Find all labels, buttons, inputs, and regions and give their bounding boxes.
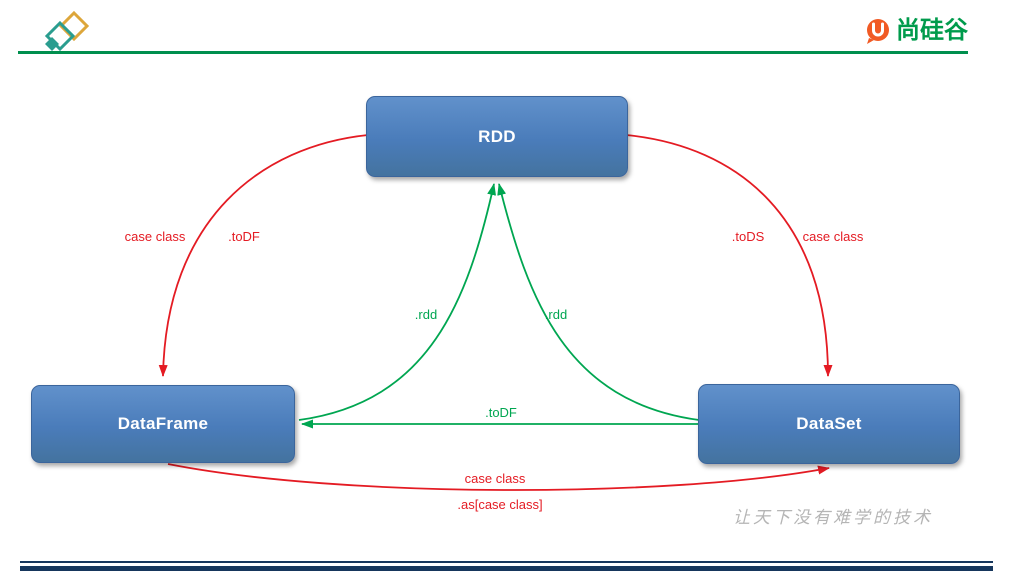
edge-rdd-to-dataset xyxy=(625,134,833,377)
footer-divider-thin xyxy=(20,561,993,563)
brand-u-icon xyxy=(867,19,889,44)
label-dataset-rdd: .rdd xyxy=(545,307,567,322)
brand-logo: 尚硅谷 xyxy=(864,16,968,46)
label-dataframe-dataset-case-class: case class xyxy=(465,471,526,486)
node-dataset: DataSet xyxy=(698,384,960,464)
edge-rdd-to-dataframe xyxy=(158,134,369,377)
label-dataset-dataframe-todf: .toDF xyxy=(485,405,517,420)
watermark-text: 让天下没有难学的技术 xyxy=(733,508,933,527)
gold-diamond-icon xyxy=(58,10,90,42)
label-rdd-dataset-case-class: case class xyxy=(803,229,864,244)
label-rdd-dataset-tods: .toDS xyxy=(732,229,765,244)
label-rdd-dataframe-todf: .toDF xyxy=(228,229,260,244)
label-rdd-dataframe-case-class: case class xyxy=(125,229,186,244)
edge-dataset-to-rdd xyxy=(497,183,700,421)
teal-diamond-solid-icon xyxy=(45,37,59,51)
header-divider xyxy=(18,51,968,54)
label-dataframe-dataset-as-case-class: .as[case class] xyxy=(457,497,542,512)
edge-dataframe-to-dataset xyxy=(167,463,830,491)
teal-diamond-icon xyxy=(44,20,76,52)
label-dataframe-rdd: .rdd xyxy=(415,307,437,322)
node-dataframe: DataFrame xyxy=(31,385,295,463)
footer-divider-thick xyxy=(20,566,993,571)
brand-name: 尚硅谷 xyxy=(896,17,968,44)
diamond-logo-icon xyxy=(44,10,90,52)
edge-dataframe-to-rdd xyxy=(298,183,496,421)
node-rdd: RDD xyxy=(366,96,628,177)
